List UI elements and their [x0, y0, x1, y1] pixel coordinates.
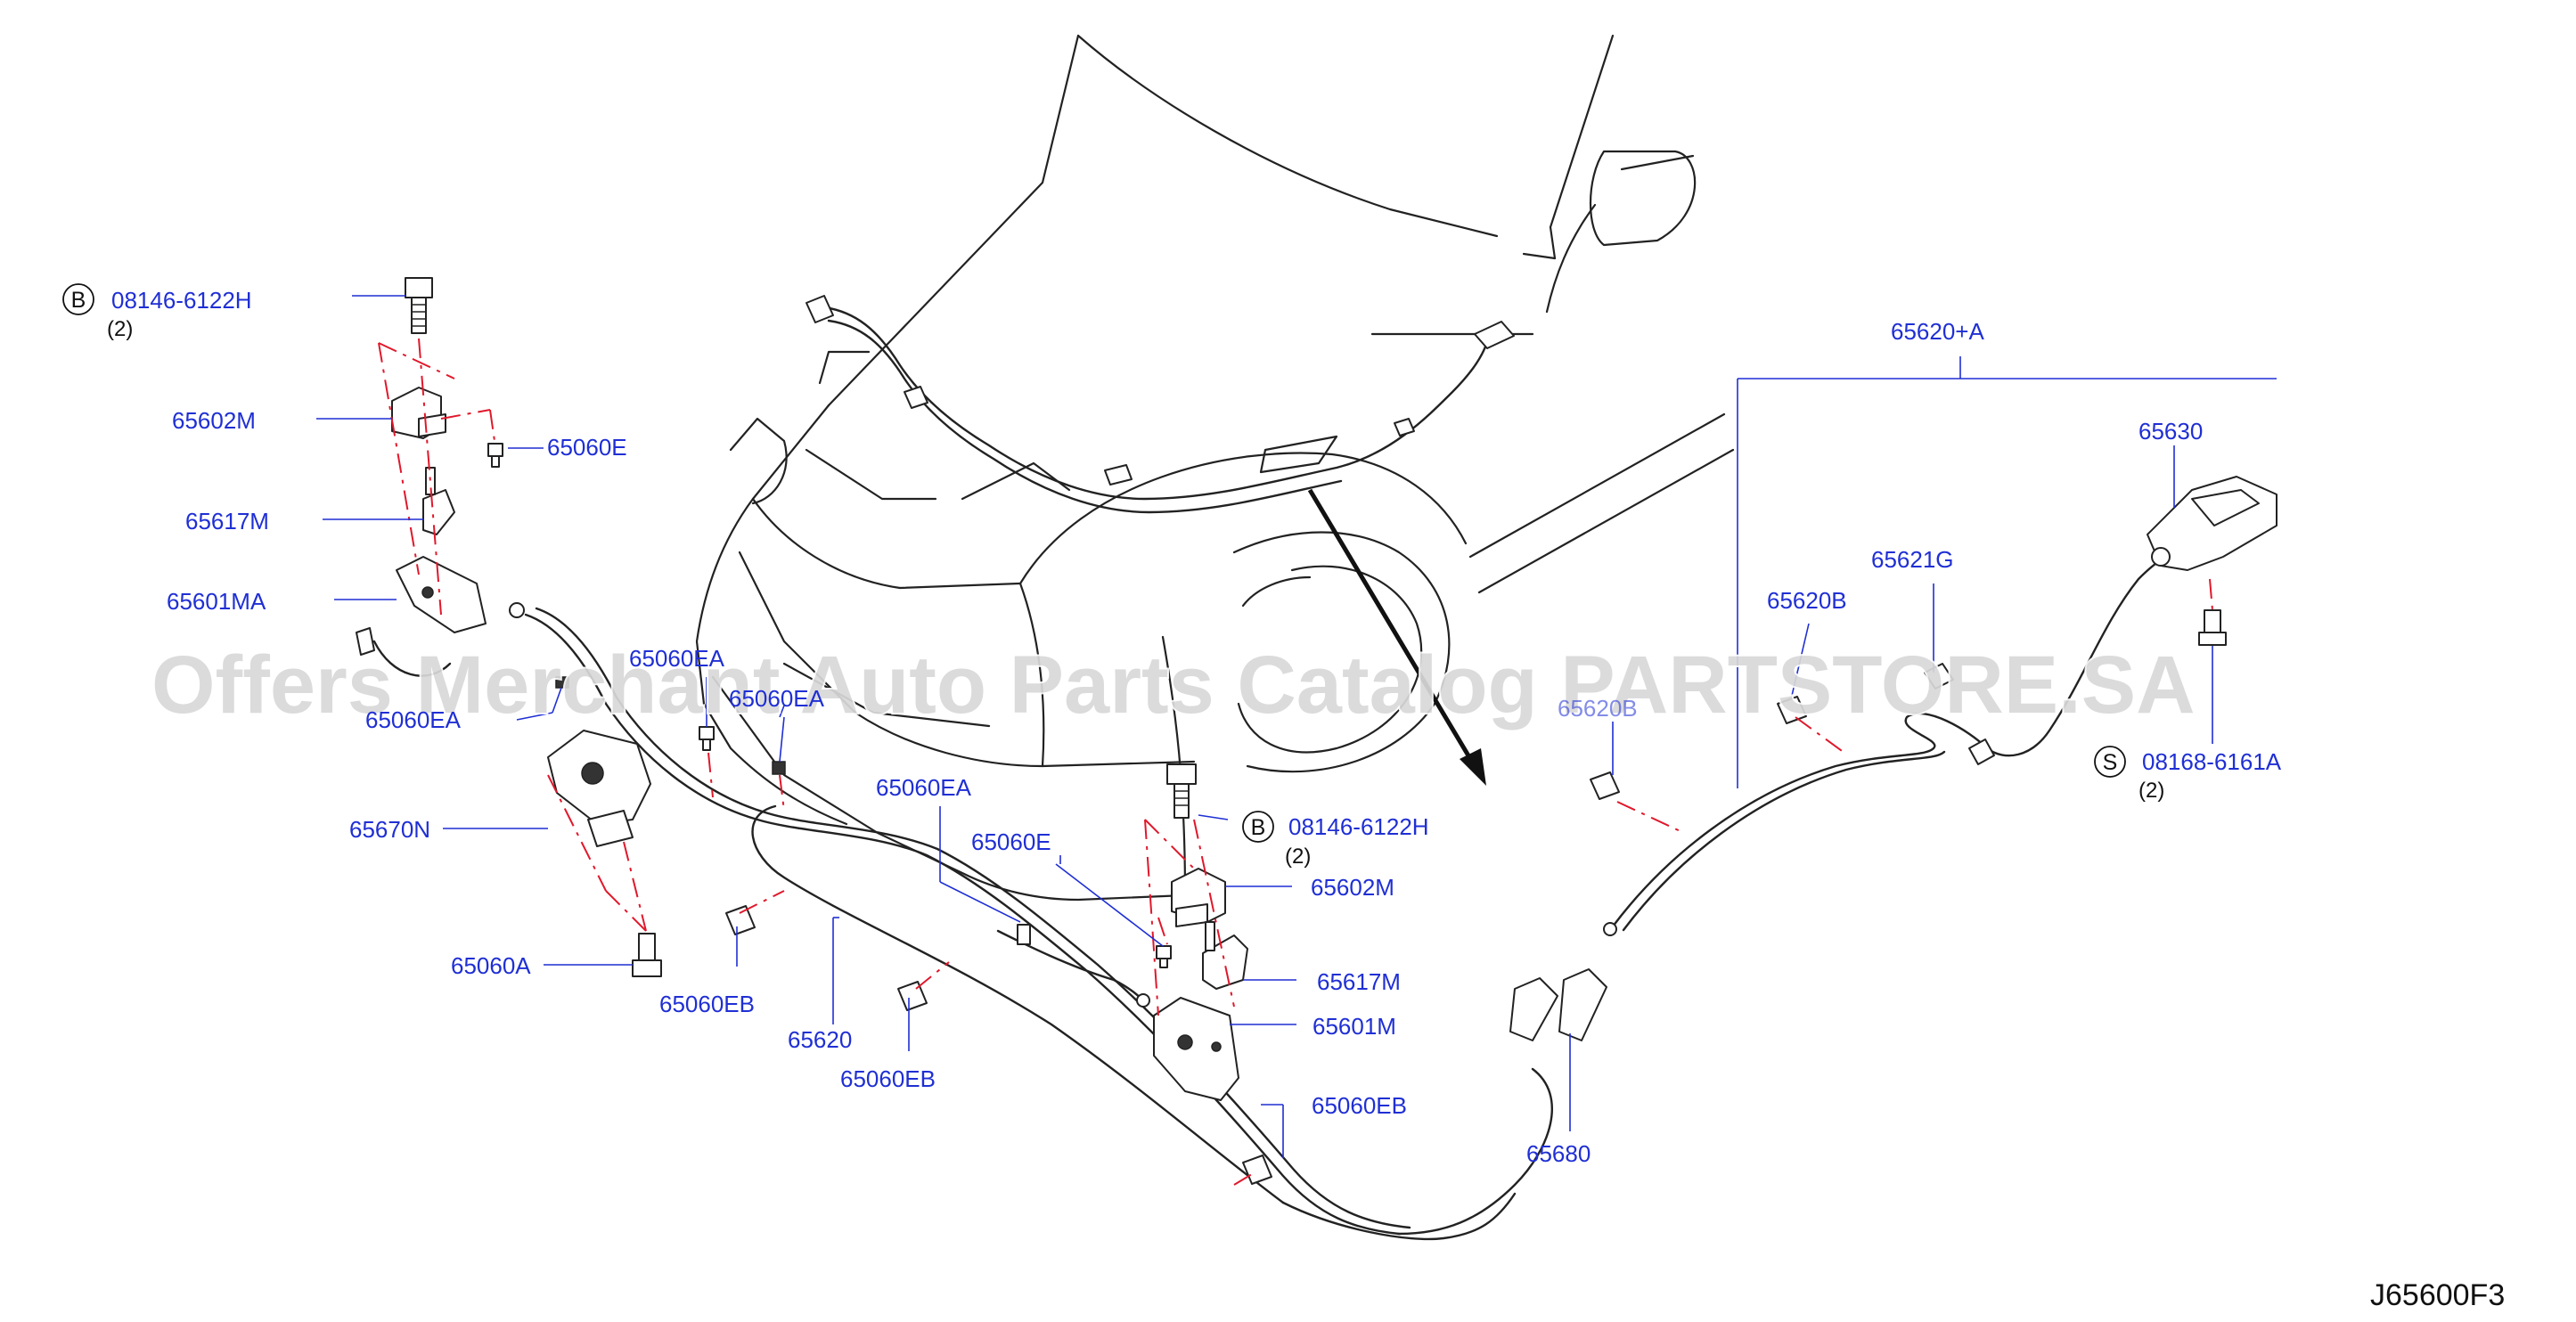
clip-ea-center-icon — [1017, 924, 1031, 945]
label-latch-n[interactable]: 65670N — [349, 816, 430, 843]
clip-e-left-icon — [487, 443, 503, 468]
label-cable-main[interactable]: 65620 — [788, 1026, 852, 1053]
callout-part-number: 08146-6122H — [111, 287, 252, 314]
clip-eb-right-icon — [1242, 1155, 1272, 1185]
clip-620-partial-icon — [1590, 771, 1620, 800]
label-clip-ea-center[interactable]: 65060EA — [876, 774, 972, 801]
callout-part-number: 08146-6122H — [1288, 813, 1429, 840]
label-clip-ea-left-top[interactable]: 65060EA — [629, 645, 725, 672]
striker-left-icon — [422, 467, 455, 535]
clip-ea-mid-icon — [772, 761, 786, 775]
label-lock-left[interactable]: 65601MA — [167, 588, 266, 615]
engine-bay-cable — [806, 295, 1515, 514]
bolt-b-left-icon — [405, 277, 433, 334]
label-clip-e-center[interactable]: 65060E — [971, 828, 1051, 855]
clip-eb-mid-icon — [897, 981, 928, 1011]
hinge-left-icon — [391, 387, 446, 439]
bolt-b-right-icon — [1166, 763, 1197, 819]
label-handle-680[interactable]: 65680 — [1526, 1140, 1591, 1167]
label-hinge-right[interactable]: 65602M — [1311, 874, 1394, 901]
release-cable-right — [1603, 551, 2176, 936]
label-clip-ea-mid[interactable]: 65060EA — [729, 685, 825, 712]
label-striker-left[interactable]: 65617M — [185, 508, 269, 535]
latch-icon — [547, 730, 651, 847]
callout-qty: (2) — [2138, 779, 2164, 803]
callout-b-left[interactable]: B 08146-6122H (2) — [62, 283, 252, 341]
release-lever-icon — [2147, 476, 2278, 571]
clip-eb-left-icon — [725, 905, 756, 935]
leader-lines — [316, 295, 2277, 1158]
label-clip-eb-mid[interactable]: 65060EB — [840, 1065, 936, 1092]
callout-symbol: B — [1251, 815, 1266, 840]
callout-part-number: 08168-6161A — [2142, 748, 2282, 775]
clip-e-center-icon — [1156, 945, 1172, 968]
callout-qty: (2) — [107, 317, 133, 341]
direction-arrow — [1307, 488, 1486, 786]
callout-symbol: B — [71, 288, 86, 313]
label-clip-e-left[interactable]: 65060E — [547, 434, 627, 461]
clip-621g-icon — [1924, 663, 1954, 690]
release-handle-icon — [1509, 968, 1607, 1041]
label-striker-right[interactable]: 65617M — [1317, 968, 1401, 995]
label-hinge-left[interactable]: 65602M — [172, 407, 256, 434]
label-clip-621g[interactable]: 65621G — [1871, 546, 1954, 573]
diagram-ref: J65600F3 — [2370, 1278, 2505, 1312]
lock-left-icon — [356, 556, 487, 677]
label-assy-top[interactable]: 65620+A — [1891, 318, 1984, 345]
label-clip-eb-left[interactable]: 65060EB — [659, 991, 755, 1017]
label-bolt-a[interactable]: 65060A — [451, 952, 531, 979]
callout-qty: (2) — [1285, 845, 1311, 869]
bolt-a-icon — [632, 933, 662, 977]
callout-symbol: S — [2103, 750, 2118, 775]
watermark: Offers Merchant Auto Parts Catalog PARTS… — [151, 640, 2196, 730]
hinge-right-icon — [1171, 868, 1226, 927]
lock-right-icon — [1153, 997, 1239, 1101]
clip-ea-left-icon — [555, 676, 569, 689]
label-lock-right[interactable]: 65601M — [1313, 1013, 1396, 1040]
label-clip-eb-right[interactable]: 65060EB — [1312, 1092, 1407, 1119]
release-cable — [509, 602, 1553, 1241]
callout-b-right[interactable]: B 08146-6122H (2) — [1242, 811, 1429, 869]
assembly-lines — [378, 338, 2213, 1186]
callout-s[interactable]: S 08168-6161A (2) — [2094, 746, 2282, 803]
label-clip-ea-left-low[interactable]: 65060EA — [365, 706, 462, 733]
label-clip-620-partial[interactable]: 65620B — [1558, 695, 1638, 722]
bolt-s-icon — [2198, 609, 2227, 646]
label-lever-630[interactable]: 65630 — [2138, 418, 2203, 445]
striker-right-icon — [1202, 921, 1248, 990]
label-clip-620b[interactable]: 65620B — [1767, 587, 1847, 614]
car-outline — [695, 34, 1735, 902]
